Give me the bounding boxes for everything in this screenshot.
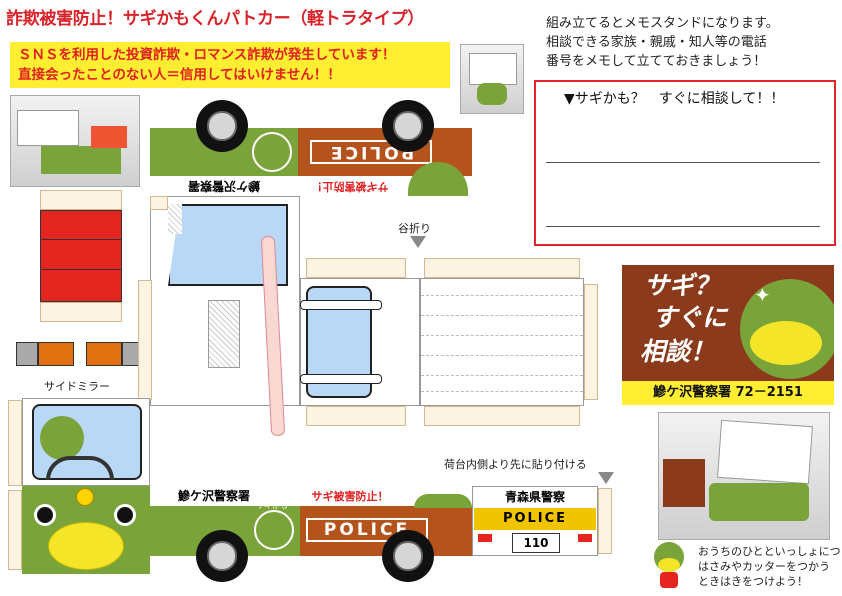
mascot-emblem-bottom xyxy=(254,510,294,550)
mascot-footer-body xyxy=(660,572,678,588)
instruction-line-2: 相談できる家族・親戚・知人等の電話 xyxy=(546,35,767,50)
warning-line-1: ＳＮＳを利用した投資詐欺・ロマンス詐欺が発生しています！ xyxy=(18,47,396,63)
prefecture-police-text: 青森県警察 xyxy=(504,490,565,504)
tail-light-left xyxy=(478,534,492,542)
memo-title: ▼サギかも？ すぐに相談して！！ xyxy=(564,91,785,107)
mascot-face-top xyxy=(252,132,292,172)
banner-contact: 鰺ケ沢警察署 72－2151 xyxy=(622,381,834,405)
glue-tab xyxy=(584,284,598,400)
fraud-prevention-top: サギ被害防止！ xyxy=(300,176,400,196)
instruction-line-1: 組み立てるとメモスタンドになります。 xyxy=(546,16,779,31)
warning-box: ＳＮＳを利用した投資詐欺・ロマンス詐欺が発生しています！ 直接会ったことのない人… xyxy=(10,42,450,88)
valley-fold-label: 谷折り xyxy=(398,222,431,235)
sparkle-icon: ✦ xyxy=(754,283,771,307)
banner-line-2: すぐに xyxy=(652,303,728,332)
hatch-area xyxy=(208,300,240,368)
police-station-top: 鰺ケ沢警察署 xyxy=(150,176,298,196)
wheel-bottom-left xyxy=(196,530,248,582)
mascot-beak xyxy=(48,522,124,570)
wheel-top-right xyxy=(382,100,434,152)
side-mirror-right xyxy=(86,342,144,366)
glue-tab xyxy=(598,488,612,554)
red-light-tab xyxy=(40,190,122,210)
instruction-line-3: 番号をメモして立てておきましょう！ xyxy=(546,54,767,69)
side-mirror-label: サイドミラー xyxy=(44,380,110,393)
glue-tab xyxy=(306,406,406,426)
glue-tab xyxy=(8,490,22,570)
warning-line-2: 直接会ったことのない人＝信用してはいけません！！ xyxy=(18,67,341,83)
hatch-area xyxy=(168,204,182,234)
mascot-emblem-text: サギかも xyxy=(256,501,288,510)
glue-tab xyxy=(8,400,22,486)
memo-line xyxy=(546,226,820,227)
memo-box: ▼サギかも？ すぐに相談して！！ xyxy=(534,80,836,246)
fold-arrow-icon xyxy=(598,472,614,484)
mascot-driver xyxy=(40,416,84,460)
footer-line-3: ときはきをつけよう！ xyxy=(698,575,808,588)
fraud-prevention-bottom: サギ被害防止！ xyxy=(300,488,400,506)
police-text-bottom: POLICE xyxy=(306,518,428,542)
glue-tab xyxy=(424,258,580,278)
glue-tab xyxy=(306,258,406,278)
window-bar xyxy=(300,300,382,310)
license-plate: 110 xyxy=(512,533,560,553)
banner-line-1: サギ？ xyxy=(644,271,720,300)
glue-tab xyxy=(138,280,152,400)
page-title: 詐欺被害防止！サギかもくんパトカー（軽トラタイプ） xyxy=(6,9,425,29)
memo-line xyxy=(546,162,820,163)
consult-banner: サギ？ すぐに 相談！ ✦ 鰺ケ沢警察署 72－2151 xyxy=(622,265,834,405)
glue-tab xyxy=(424,406,580,426)
side-mirror-left xyxy=(16,342,74,366)
banner-line-3: 相談！ xyxy=(640,337,716,366)
memo-stand-photo xyxy=(658,412,830,540)
police-emblem-icon xyxy=(76,488,94,506)
instructions: 組み立てるとメモスタンドになります。 相談できる家族・親戚・知人等の電話 番号を… xyxy=(546,14,779,71)
cargo-bed xyxy=(420,278,584,406)
mascot-eye-left xyxy=(34,504,56,526)
footer-line-2: はさみやカッターをつかう xyxy=(698,560,830,573)
thumbnail-photo xyxy=(460,44,524,114)
mascot-beak-banner xyxy=(750,321,822,365)
red-light-piece xyxy=(40,210,122,302)
mascot-eye-right xyxy=(114,504,136,526)
footer-line-1: おうちのひとといっしょにつくってね xyxy=(698,545,842,558)
mascot-footer-beak xyxy=(658,558,680,572)
wheel-bottom-right xyxy=(382,530,434,582)
footer-note: おうちのひとといっしょにつくってね はさみやカッターをつかう ときはきをつけよう… xyxy=(698,544,842,589)
paste-note-label: 荷台内側より先に貼り付ける xyxy=(444,458,587,471)
wheel-top-left xyxy=(196,100,248,152)
fold-arrow-icon xyxy=(410,236,426,248)
window-bar xyxy=(300,374,382,384)
glue-tab xyxy=(150,196,168,210)
mascot-head-bottom xyxy=(414,494,472,508)
assembled-truck-photo xyxy=(10,95,140,187)
rear-police-plate: POLICE xyxy=(474,508,596,530)
police-station-bottom: 鰺ケ沢警察署 xyxy=(150,486,278,506)
red-light-tab xyxy=(40,302,122,322)
tail-light-right xyxy=(578,534,592,542)
steering-wheel xyxy=(46,456,114,480)
